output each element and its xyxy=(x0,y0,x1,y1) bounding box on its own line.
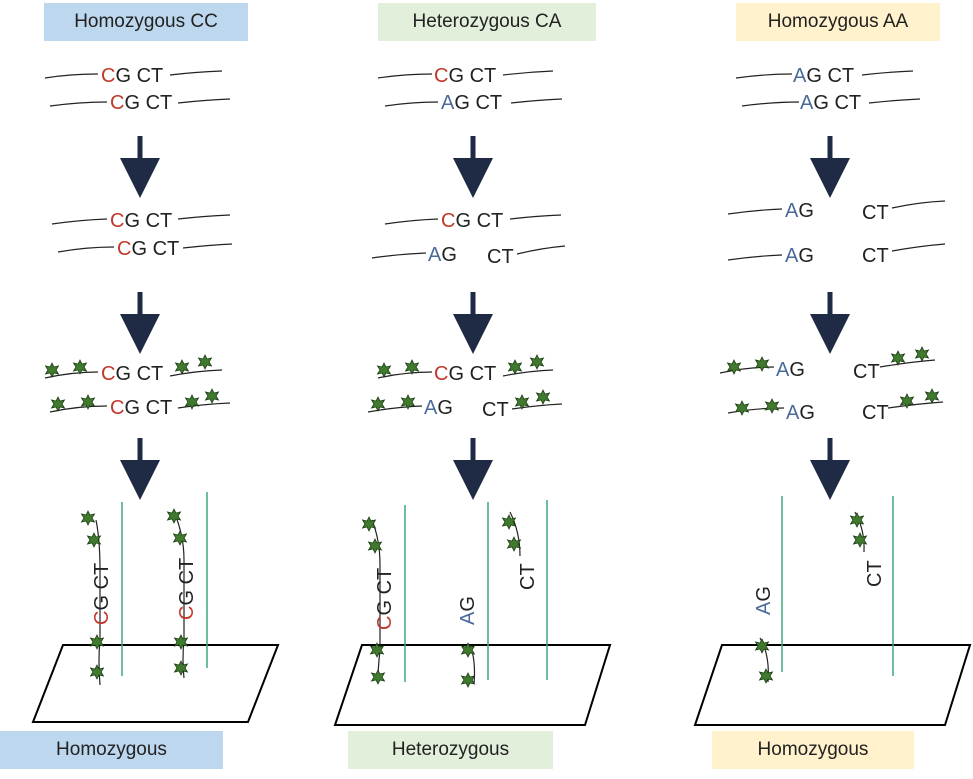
svg-text:AG CT: AG CT xyxy=(441,92,502,114)
svg-text:AG: AG xyxy=(785,245,814,267)
column-cc: CG CT CG CT CG CT CG CT CG CT CG CT xyxy=(31,65,280,723)
svg-text:CG CT: CG CT xyxy=(91,563,113,625)
array-surface xyxy=(333,644,612,726)
svg-text:CG CT: CG CT xyxy=(441,210,503,232)
svg-text:CT: CT xyxy=(487,246,514,268)
svg-text:AG: AG xyxy=(424,397,453,419)
footer-heterozygous: Heterozygous xyxy=(348,731,553,769)
header-homozygous-cc: Homozygous CC xyxy=(44,3,248,41)
svg-text:CG CT: CG CT xyxy=(101,363,163,385)
svg-text:CT: CT xyxy=(862,402,889,424)
svg-text:CG CT: CG CT xyxy=(434,65,496,87)
svg-text:CG CT: CG CT xyxy=(110,92,172,114)
svg-text:AG: AG xyxy=(785,200,814,222)
header-homozygous-aa: Homozygous AA xyxy=(736,3,940,41)
svg-text:CG CT: CG CT xyxy=(176,558,198,620)
svg-text:CG CT: CG CT xyxy=(101,65,163,87)
allele-a: A xyxy=(441,92,455,114)
svg-text:CT: CT xyxy=(853,361,880,383)
svg-text:CT: CT xyxy=(862,245,889,267)
array-surface xyxy=(693,644,972,726)
svg-text:CG CT: CG CT xyxy=(110,210,172,232)
column-aa: AG CT AG CT AG CT AG CT AG CT AG CT xyxy=(693,65,972,726)
svg-text:CT: CT xyxy=(482,399,509,421)
svg-text:AG: AG xyxy=(428,244,457,266)
svg-text:AG CT: AG CT xyxy=(800,92,861,114)
svg-text:CT: CT xyxy=(864,560,886,587)
svg-text:CT: CT xyxy=(862,202,889,224)
svg-text:AG: AG xyxy=(786,402,815,424)
svg-text:CG CT: CG CT xyxy=(374,568,396,630)
svg-text:AG: AG xyxy=(753,586,775,615)
header-heterozygous-ca: Heterozygous CA xyxy=(378,3,596,41)
allele-c: C xyxy=(101,65,115,87)
footer-homozygous-left: Homozygous xyxy=(0,731,223,769)
array-surface xyxy=(31,644,280,723)
svg-text:AG: AG xyxy=(776,359,805,381)
svg-text:CT: CT xyxy=(517,563,539,590)
svg-text:CG CT: CG CT xyxy=(117,238,179,260)
svg-text:CG CT: CG CT xyxy=(434,363,496,385)
footer-homozygous-right: Homozygous xyxy=(712,731,914,769)
svg-text:CG CT: CG CT xyxy=(110,397,172,419)
svg-text:AG: AG xyxy=(457,596,479,625)
column-ca: CG CT AG CT CG CT AG CT CG CT AG CT xyxy=(333,65,612,726)
svg-text:AG CT: AG CT xyxy=(793,65,854,87)
